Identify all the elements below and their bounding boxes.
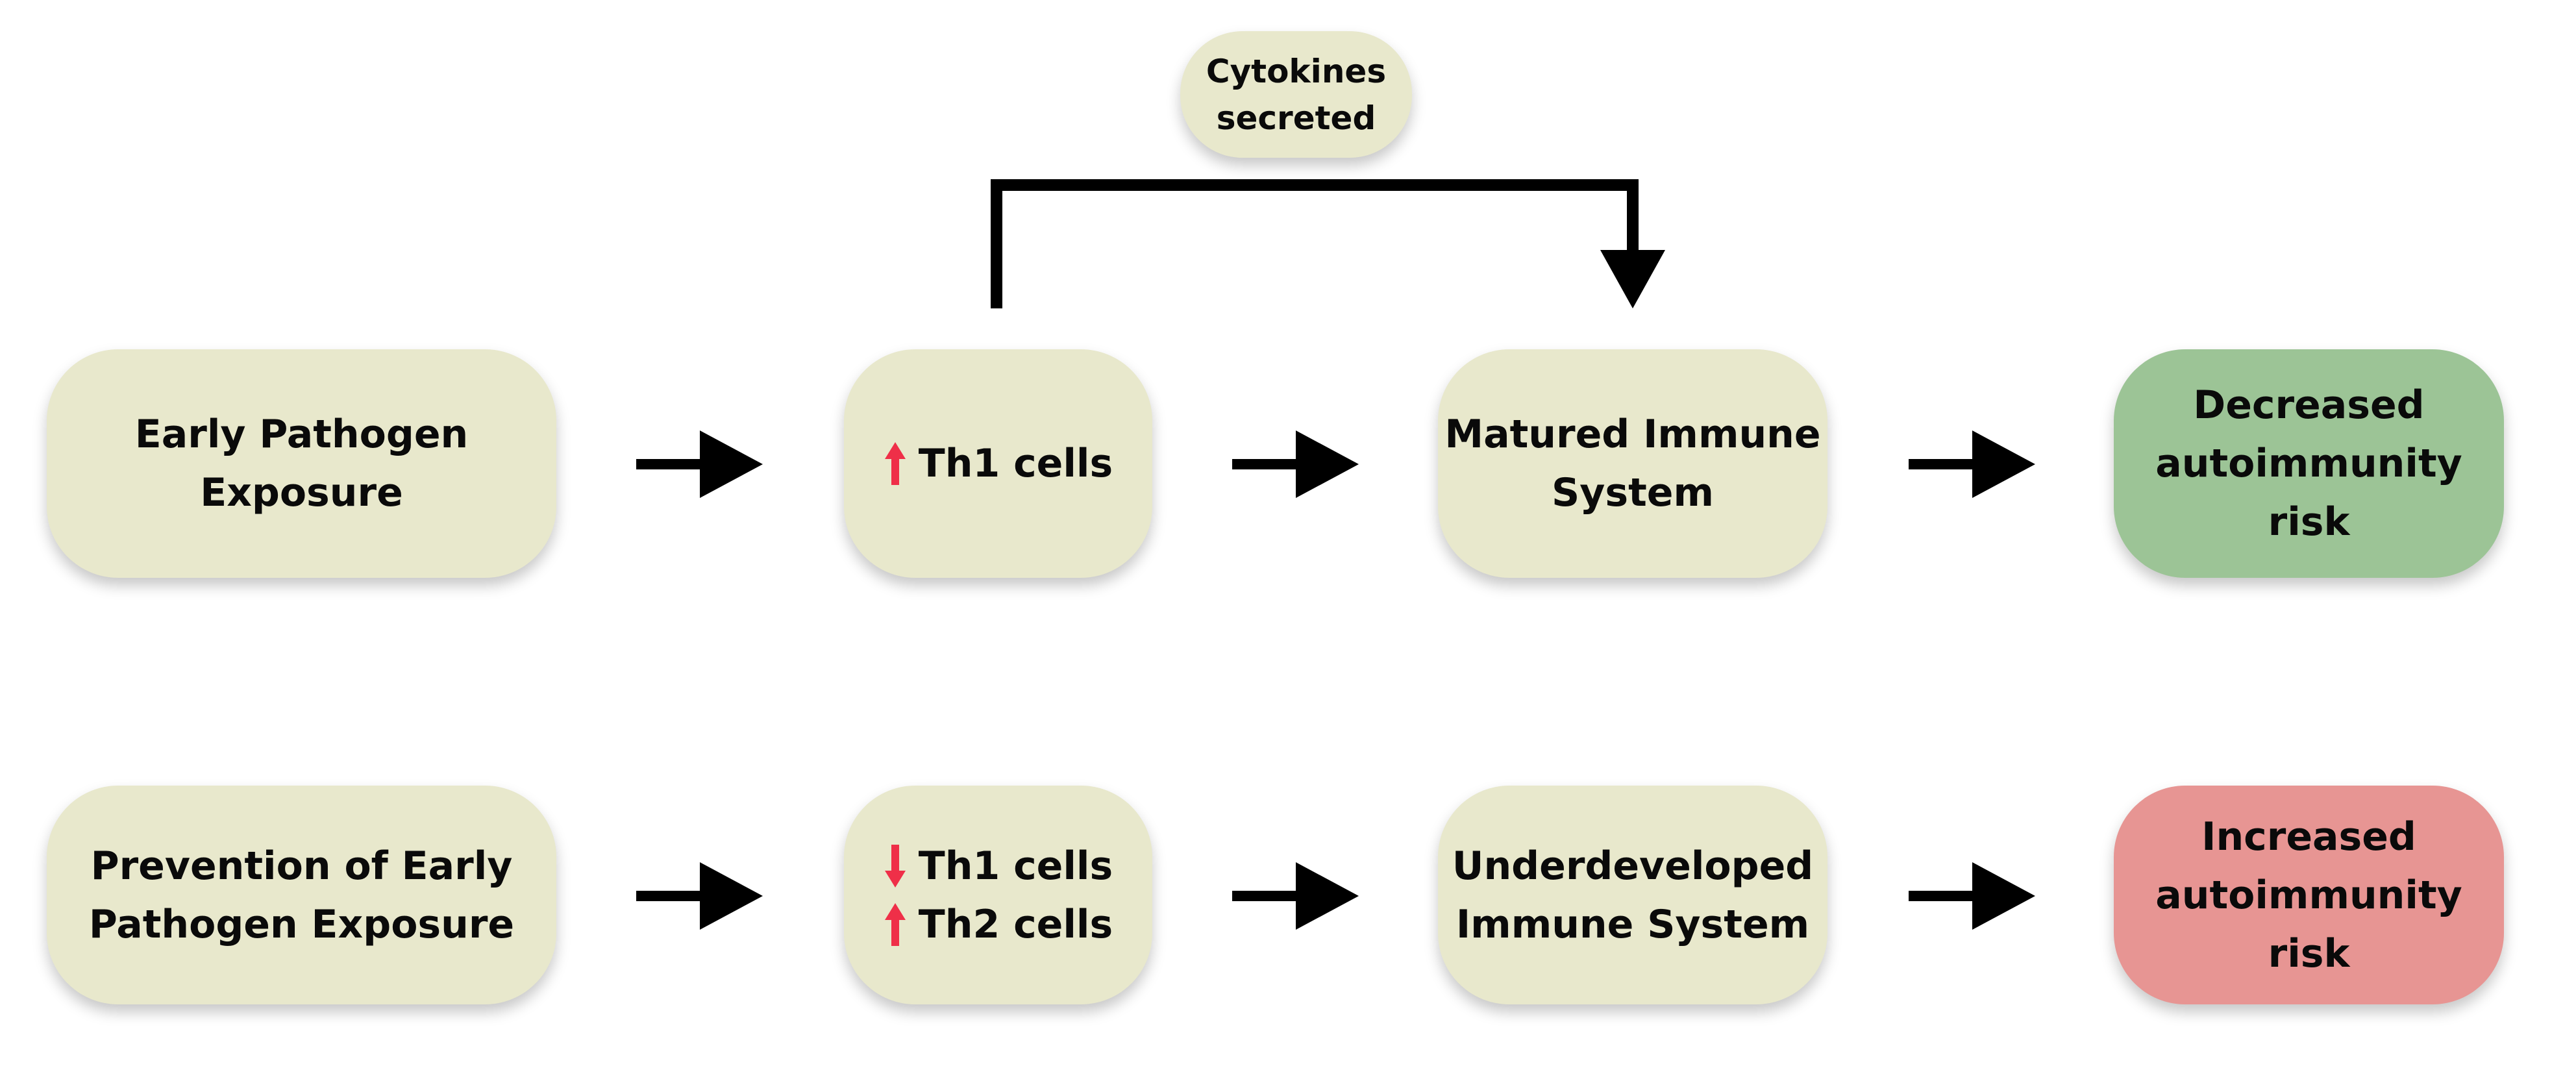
node-line: Matured Immune — [1444, 412, 1821, 457]
decreased-autoimmunity-risk-node: Decreased autoimmunity risk — [2114, 349, 2504, 578]
early-pathogen-exposure-node: Early Pathogen Exposure — [47, 349, 556, 578]
row1-th-cells-node: Th1 cells — [844, 349, 1152, 578]
th1-cells-line: Th1 cells — [884, 434, 1113, 493]
prevention-of-early-pathogen-exposure-node: Prevention of Early Pathogen Exposure — [47, 786, 556, 1004]
node-line: Immune System — [1455, 901, 1810, 947]
node-line: autoimmunity — [2155, 872, 2462, 918]
node-line: Pathogen Exposure — [88, 901, 515, 947]
node-line: Early Pathogen — [134, 412, 469, 457]
node-line: Prevention of Early — [90, 843, 513, 889]
row2-arrow-3 — [1909, 862, 2035, 930]
row1-arrow-2 — [1232, 430, 1359, 498]
th1-cells-line: Th1 cells — [884, 837, 1113, 895]
underdeveloped-immune-system-node: Underdeveloped Immune System — [1438, 786, 1827, 1004]
node-line: Underdeveloped — [1452, 843, 1814, 889]
up-arrow-icon — [884, 902, 906, 946]
matured-immune-system-node: Matured Immune System — [1438, 349, 1827, 578]
node-line: risk — [2268, 930, 2350, 976]
row2-th-cells-node: Th1 cells Th2 cells — [844, 786, 1152, 1004]
node-line: Exposure — [200, 470, 403, 516]
cytokines-secreted-node: Cytokines secreted — [1180, 31, 1412, 158]
node-line: autoimmunity — [2155, 441, 2462, 486]
cytokines-feedback-arrow — [991, 179, 1665, 308]
th1-cells-label: Th1 cells — [918, 843, 1113, 889]
cytokines-line-2: secreted — [1216, 99, 1376, 137]
row1-arrow-3 — [1909, 430, 2035, 498]
th1-cells-label: Th1 cells — [918, 441, 1113, 486]
cytokines-line-1: Cytokines — [1206, 52, 1387, 90]
down-arrow-icon — [884, 844, 906, 888]
row1-arrow-1 — [636, 430, 763, 498]
th2-cells-line: Th2 cells — [884, 895, 1113, 954]
node-line: Decreased — [2193, 382, 2425, 428]
node-line: Increased — [2201, 814, 2416, 860]
row2-arrow-1 — [636, 862, 763, 930]
node-line: risk — [2268, 499, 2350, 545]
increased-autoimmunity-risk-node: Increased autoimmunity risk — [2114, 786, 2504, 1004]
row2-arrow-2 — [1232, 862, 1359, 930]
th2-cells-label: Th2 cells — [918, 901, 1113, 947]
up-arrow-icon — [884, 442, 906, 485]
node-line: System — [1552, 470, 1714, 516]
